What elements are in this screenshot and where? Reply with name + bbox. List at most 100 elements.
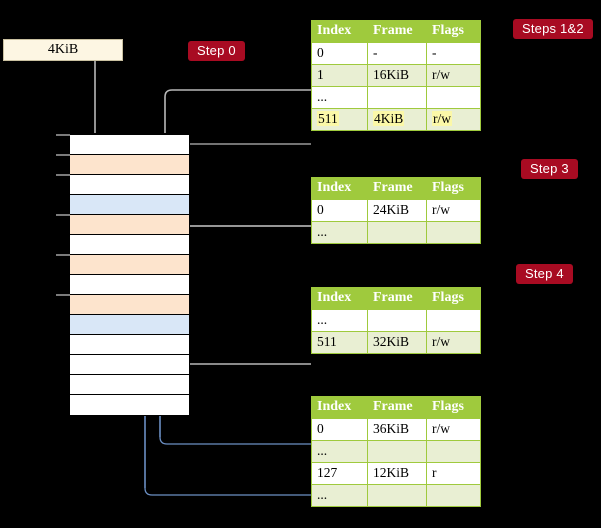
table-cell: 511 [311, 108, 368, 131]
memory-frame-row [70, 335, 189, 355]
table-cell [367, 221, 427, 244]
table-cell: r/w [426, 418, 481, 441]
column-header-flags: Flags [426, 20, 481, 43]
wire-table2-row0 [174, 225, 311, 273]
column-header-frame: Frame [367, 396, 427, 419]
column-header-index: Index [311, 177, 368, 200]
memory-frame-row [56, 134, 189, 155]
memory-tick-mark [56, 134, 70, 136]
wire-table3-row511 [166, 312, 311, 365]
table-cell: - [367, 42, 427, 65]
table-cell [426, 440, 481, 463]
column-header-flags: Flags [426, 287, 481, 310]
column-header-flags: Flags [426, 396, 481, 419]
table-row: 0-- [311, 42, 481, 65]
badge-step-0: Step 0 [188, 41, 245, 61]
table-cell: 1 [311, 64, 368, 87]
column-header-frame: Frame [367, 177, 427, 200]
highlighted-value: 4KiB [373, 111, 405, 126]
source-frame-box: 4KiB [3, 39, 123, 61]
memory-frame-row [56, 214, 189, 235]
memory-frame-row [70, 355, 189, 375]
table-cell [367, 86, 427, 109]
table-cell: - [426, 42, 481, 65]
column-header-index: Index [311, 20, 368, 43]
table-cell [426, 86, 481, 109]
memory-tick-mark [56, 214, 70, 216]
table-cell [426, 484, 481, 507]
table-cell: 511 [311, 331, 368, 354]
badge-step-4: Step 4 [516, 264, 573, 284]
table-cell: 127 [311, 462, 368, 485]
column-header-index: Index [311, 396, 368, 419]
table-cell: r/w [426, 64, 481, 87]
memory-frame-row [70, 315, 189, 335]
column-header-flags: Flags [426, 177, 481, 200]
table-cell: ... [311, 221, 368, 244]
memory-frame-row [56, 174, 189, 195]
table-cell: 0 [311, 199, 368, 222]
table-cell: 12KiB [367, 462, 427, 485]
memory-tick-mark [56, 174, 70, 176]
column-header-index: Index [311, 287, 368, 310]
table-cell: 36KiB [367, 418, 427, 441]
memory-frame-row [70, 235, 189, 255]
table-cell: 24KiB [367, 199, 427, 222]
memory-tick-mark [56, 254, 70, 256]
memory-frame-row [70, 395, 189, 415]
table-cell: r/w [426, 331, 481, 354]
table-cell: 0 [311, 42, 368, 65]
memory-frame-row [56, 294, 189, 315]
table-row: ... [311, 309, 481, 332]
memory-frame-row [56, 254, 189, 275]
highlighted-value: 511 [317, 111, 339, 126]
table-cell [426, 309, 481, 332]
highlighted-value: r/w [432, 111, 452, 126]
memory-frame-row [70, 275, 189, 295]
table-cell [367, 484, 427, 507]
table-row: 511 4KiB r/w [311, 108, 481, 131]
table-cell [426, 221, 481, 244]
table-cell: 32KiB [367, 331, 427, 354]
table-cell: r [426, 462, 481, 485]
table-cell [367, 309, 427, 332]
table-cell [367, 440, 427, 463]
memory-frame-row [56, 154, 189, 175]
badge-step-3: Step 3 [521, 159, 578, 179]
table-cell: ... [311, 440, 368, 463]
memory-tick-mark [56, 294, 70, 296]
table-cell: ... [311, 86, 368, 109]
physical-memory-column [56, 133, 190, 416]
table-cell: r/w [426, 108, 481, 131]
table-cell: ... [311, 309, 368, 332]
table-row: ... [311, 86, 481, 109]
table-row: ... [311, 221, 481, 244]
source-frame-label: 4KiB [47, 42, 79, 57]
table-cell: ... [311, 484, 368, 507]
table-cell: 4KiB [367, 108, 427, 131]
memory-tick-mark [56, 154, 70, 156]
memory-frame-row [70, 195, 189, 215]
column-header-frame: Frame [367, 20, 427, 43]
table-row: ... [311, 440, 481, 463]
table-cell: r/w [426, 199, 481, 222]
table-cell: 0 [311, 418, 368, 441]
column-header-frame: Frame [367, 287, 427, 310]
badge-steps-1-2: Steps 1&2 [513, 19, 593, 39]
memory-frame-row [70, 375, 189, 395]
table-cell: 16KiB [367, 64, 427, 87]
